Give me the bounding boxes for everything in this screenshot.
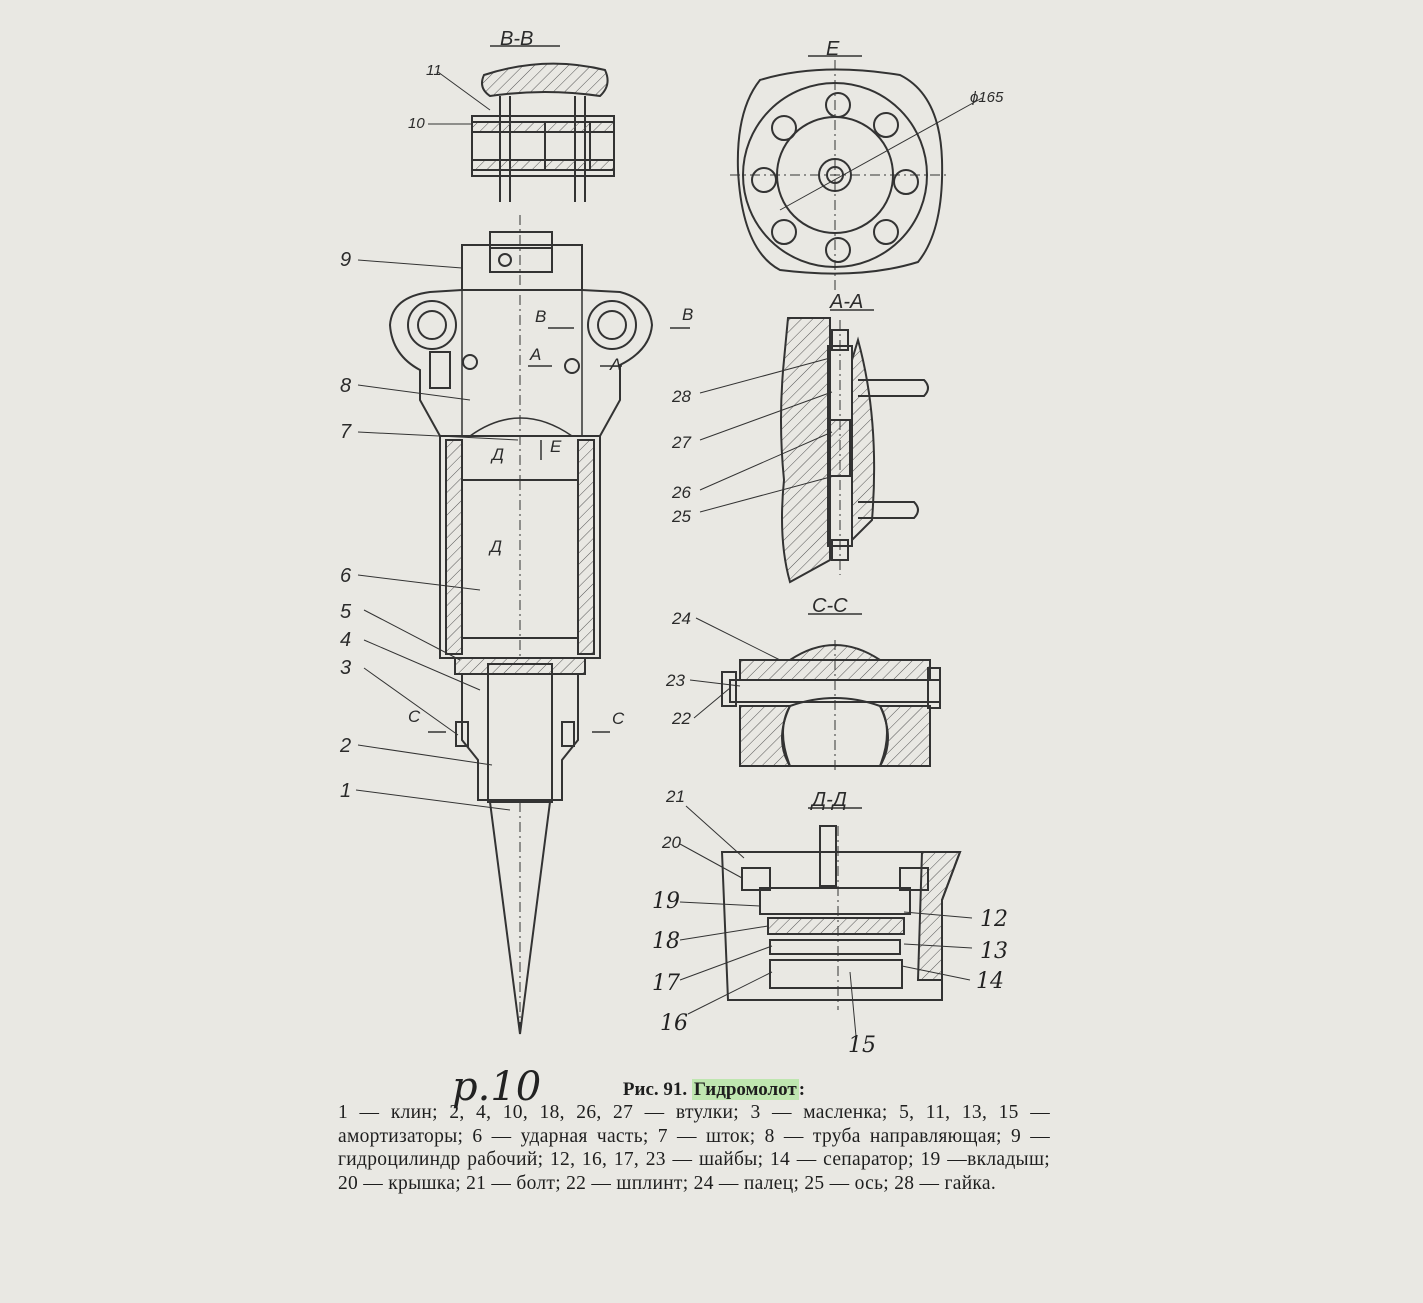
section-mark-a-left: А [529,345,541,364]
part-label-2: 2 [339,735,351,757]
main-view [388,215,690,1035]
section-mark-d-top: Д [490,445,504,464]
part-label-26: 26 [671,483,691,502]
part-label-25: 25 [671,507,691,526]
section-mark-e: Е [550,437,562,456]
dd-leaders [679,805,973,1037]
caption-title-highlighted: Гидромолот [691,1079,799,1100]
view-title-cc: С-С [812,595,848,617]
diameter-label: ϕ165 [970,89,1004,106]
part-label-24: 24 [671,609,691,628]
part-label-27: 27 [671,433,691,452]
view-aa [780,309,929,584]
part-label-1: 1 [340,780,351,802]
view-e [730,55,983,290]
part-label-11: 11 [426,62,442,79]
figure-caption: Рис. 91. Гидромолот: 1 — клин; 2, 4, 10,… [338,1078,1050,1195]
part-label-23: 23 [665,671,685,690]
section-mark-a-right: А [609,355,621,374]
part-label-19: 19 [652,889,680,914]
caption-prefix: Рис. 91. [622,1079,692,1100]
part-label-6: 6 [340,565,352,587]
caption-colon: : [798,1079,806,1100]
part-label-8: 8 [340,375,351,397]
part-label-14: 14 [976,969,1004,994]
part-label-21: 21 [665,787,685,806]
main-leaders [355,71,519,811]
part-label-15: 15 [848,1033,876,1058]
part-label-28: 28 [671,387,691,406]
caption-body: 1 — клин; 2, 4, 10, 18, 26, 27 — втулки;… [338,1102,1050,1194]
part-label-13: 13 [980,939,1008,964]
section-mark-b-left: В [535,307,546,326]
part-label-10: 10 [408,115,425,132]
view-title-e: Е [826,38,840,60]
view-title-aa: А-А [829,291,863,313]
part-label-7: 7 [340,421,352,443]
part-label-17: 17 [652,971,680,996]
section-mark-d-mid: Д [488,537,502,556]
view-cc [721,613,941,772]
view-bb [471,45,615,202]
section-mark-b-right: В [682,305,693,324]
part-label-5: 5 [340,601,352,623]
part-label-9: 9 [340,249,351,271]
view-title-dd: Д-Д [810,789,847,811]
part-label-20: 20 [661,833,681,852]
section-mark-c-left: С [408,707,421,726]
section-mark-c-right: С [612,709,625,728]
handwritten-page-number: р.10 [452,1064,542,1110]
part-label-16: 16 [660,1011,688,1036]
aa-leaders [699,357,835,513]
part-label-18: 18 [652,929,680,954]
caption-title: Рис. 91. Гидромолот: [378,1078,1050,1101]
part-label-12: 12 [980,907,1008,932]
part-label-22: 22 [671,709,691,728]
part-label-3: 3 [340,657,351,679]
view-title-bb: В-В [500,28,533,50]
cc-leaders [689,617,781,719]
part-label-4: 4 [340,629,351,651]
